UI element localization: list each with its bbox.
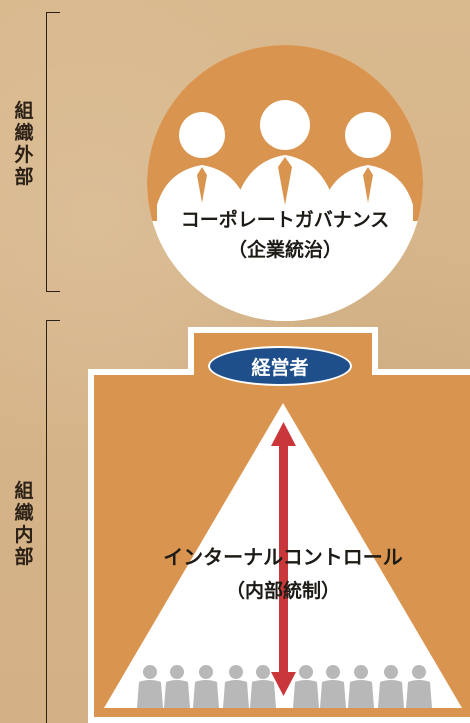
internal-arrow-icon [271,422,296,696]
executives-icon [147,45,423,321]
outside-bracket [46,12,60,292]
governance-title: コーポレートガバナンス [180,209,390,231]
ceo-badge: 経営者 [208,346,352,386]
inside-label: 組織内部 [14,480,34,568]
inside-bracket [46,320,60,723]
governance-circle: コーポレートガバナンス （企業統治） [147,45,423,321]
internal-control-title: インターナルコントロール [163,545,403,569]
outside-label: 組織外部 [14,100,34,188]
internal-control-subtitle: （内部統制） [225,580,340,602]
governance-subtitle: （企業統治） [227,239,342,261]
